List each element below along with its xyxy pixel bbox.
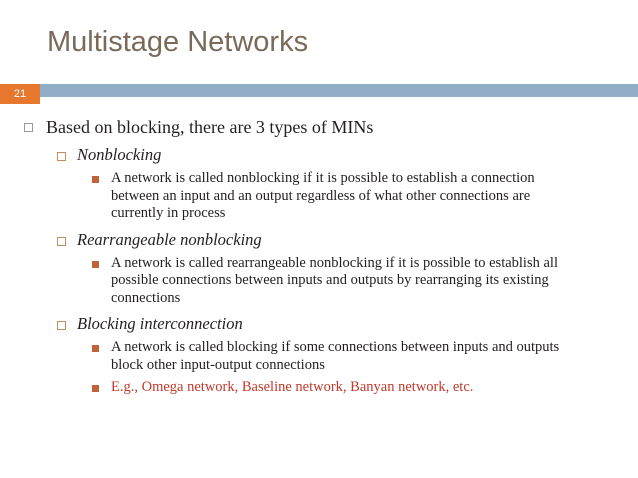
bullet-text: Rearrangeable nonblocking [77, 229, 262, 249]
bullet-item-level2: Rearrangeable nonblocking [57, 230, 638, 250]
bullet-text: Nonblocking [77, 145, 162, 164]
bullet-item-level3: A network is called nonblocking if it is… [92, 170, 638, 223]
slide-body: Based on blocking, there are 3 types of … [0, 110, 638, 397]
filled-square-bullet-icon [92, 339, 111, 352]
bullet-item-level3: A network is called rearrangeable nonblo… [92, 255, 638, 308]
bullet-item-level2: Nonblocking [57, 145, 638, 165]
bullet-text: A network is called rearrangeable nonblo… [111, 254, 558, 306]
filled-square-bullet-icon [92, 379, 111, 392]
bullet-item-level3-highlight: E.g., Omega network, Baseline network, B… [92, 379, 638, 397]
bullet-text: A network is called blocking if some con… [111, 339, 560, 373]
bullet-text: Based on blocking, there are 3 types of … [46, 117, 374, 137]
bullet-text: E.g., Omega network, Baseline network, B… [111, 379, 474, 395]
hollow-square-bullet-icon [57, 145, 77, 161]
page-title: Multistage Networks [47, 26, 309, 58]
hollow-square-bullet-icon [57, 314, 77, 330]
filled-square-bullet-icon [92, 255, 111, 268]
bullet-item-level3: A network is called blocking if some con… [92, 339, 638, 374]
bullet-item-level2: Blocking interconnection [57, 314, 638, 334]
filled-square-bullet-icon [92, 170, 111, 183]
bullet-text: A network is called nonblocking if it is… [111, 170, 535, 221]
bullet-item-level1: Based on blocking, there are 3 types of … [24, 116, 638, 138]
slide-number-badge: 21 [0, 84, 40, 104]
bullet-text: Blocking interconnection [77, 314, 243, 333]
hollow-square-bullet-icon [24, 116, 46, 132]
title-divider [0, 84, 638, 97]
hollow-square-bullet-icon [57, 230, 77, 246]
